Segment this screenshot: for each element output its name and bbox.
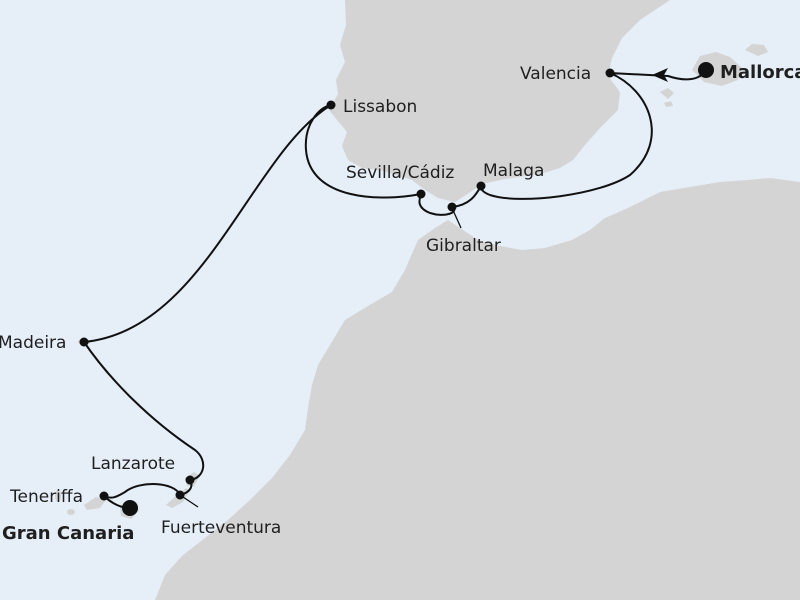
port-marker-teneriffa xyxy=(99,491,109,501)
port-marker-malaga xyxy=(476,181,486,191)
port-marker-madeira xyxy=(79,337,89,347)
label-gran-canaria: Gran Canaria xyxy=(2,523,134,544)
la-palma-island xyxy=(55,490,61,502)
iberian-peninsula xyxy=(329,0,670,202)
label-fuerteventura: Fuerteventura xyxy=(161,518,281,538)
formentera-island xyxy=(664,101,673,107)
menorca-island xyxy=(745,44,768,56)
label-madeira: Madeira xyxy=(0,333,66,353)
port-marker-lissabon xyxy=(326,100,336,110)
port-marker-gran-canaria xyxy=(122,500,138,516)
port-marker-gibraltar xyxy=(447,202,457,212)
label-mallorca: Mallorca xyxy=(720,62,800,83)
label-lissabon: Lissabon xyxy=(343,97,417,117)
route-direction-arrow-icon xyxy=(652,68,668,82)
label-teneriffa: Teneriffa xyxy=(9,487,83,507)
port-marker-mallorca xyxy=(698,62,714,78)
label-lanzarote: Lanzarote xyxy=(91,454,175,474)
tenerife-island xyxy=(84,497,106,510)
ibiza-island xyxy=(660,88,674,99)
la-gomera-island xyxy=(67,509,75,515)
label-malaga: Malaga xyxy=(483,161,544,181)
port-marker-valencia xyxy=(605,68,615,78)
port-marker-lanzarote xyxy=(185,475,195,485)
label-sevilla-cadiz: Sevilla/Cádiz xyxy=(346,163,454,183)
port-marker-fuerteventura xyxy=(175,490,185,500)
label-valencia: Valencia xyxy=(520,64,591,84)
label-gibraltar: Gibraltar xyxy=(426,236,501,256)
port-marker-sevilla-cadiz xyxy=(416,189,426,199)
africa xyxy=(155,178,800,600)
gibraltar-leader-line xyxy=(451,207,462,229)
